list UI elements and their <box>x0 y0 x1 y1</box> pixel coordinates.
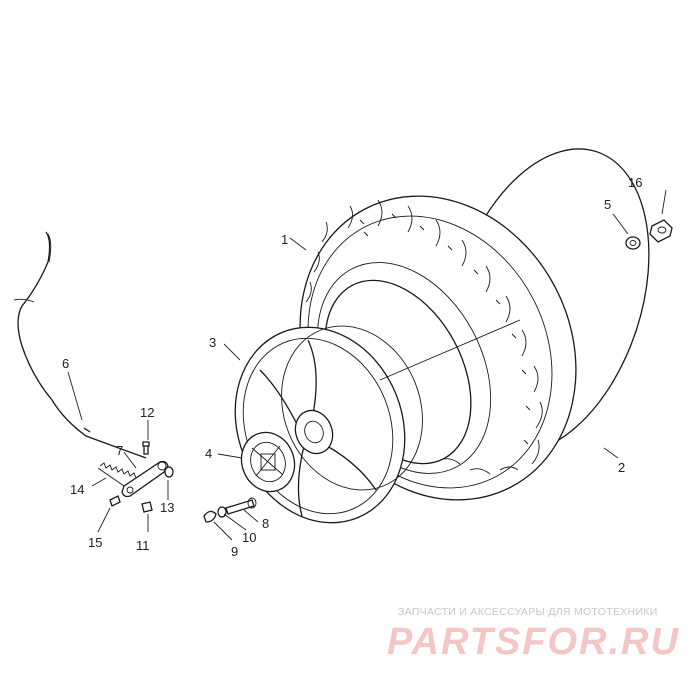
axle-nut <box>649 219 673 243</box>
bolt-12 <box>142 441 150 455</box>
callout-6: 6 <box>62 356 69 371</box>
callout-labels: 1 2 3 4 5 6 7 8 9 10 11 12 13 14 15 16 <box>62 175 642 559</box>
callout-1: 1 <box>281 232 288 247</box>
return-spring <box>97 462 137 487</box>
callout-5: 5 <box>604 197 611 212</box>
callout-3: 3 <box>209 335 216 350</box>
adjuster-nut <box>109 495 121 507</box>
bolt-11 <box>141 501 153 513</box>
tyre-tread <box>305 199 543 475</box>
callout-14: 14 <box>70 482 84 497</box>
callout-4: 4 <box>205 446 212 461</box>
watermark-logo: PARTSFOR.RU <box>387 621 680 662</box>
callout-12: 12 <box>140 405 154 420</box>
brake-cable <box>13 231 147 459</box>
callout-13: 13 <box>160 500 174 515</box>
circlip <box>203 510 217 523</box>
callout-2: 2 <box>618 460 625 475</box>
nut-13 <box>164 466 174 478</box>
callout-9: 9 <box>231 544 238 559</box>
brake-cam-shaft <box>225 497 257 515</box>
watermark-logo-text: PARTSFOR.RU <box>387 621 680 662</box>
brake-drum <box>240 431 296 493</box>
callout-8: 8 <box>262 516 269 531</box>
callout-15: 15 <box>88 535 102 550</box>
washer <box>217 506 227 518</box>
leader-lines <box>67 189 667 541</box>
callout-11: 11 <box>136 538 150 553</box>
callout-16: 16 <box>628 175 642 190</box>
callout-10: 10 <box>242 530 256 545</box>
callout-7: 7 <box>116 443 123 458</box>
brake-lever <box>121 460 169 498</box>
axle-line <box>379 319 521 381</box>
axle-washer <box>625 236 641 250</box>
watermark-caption: ЗАПЧАСТИ И АКСЕССУАРЫ ДЛЯ МОТОТЕХНИКИ <box>398 606 658 618</box>
